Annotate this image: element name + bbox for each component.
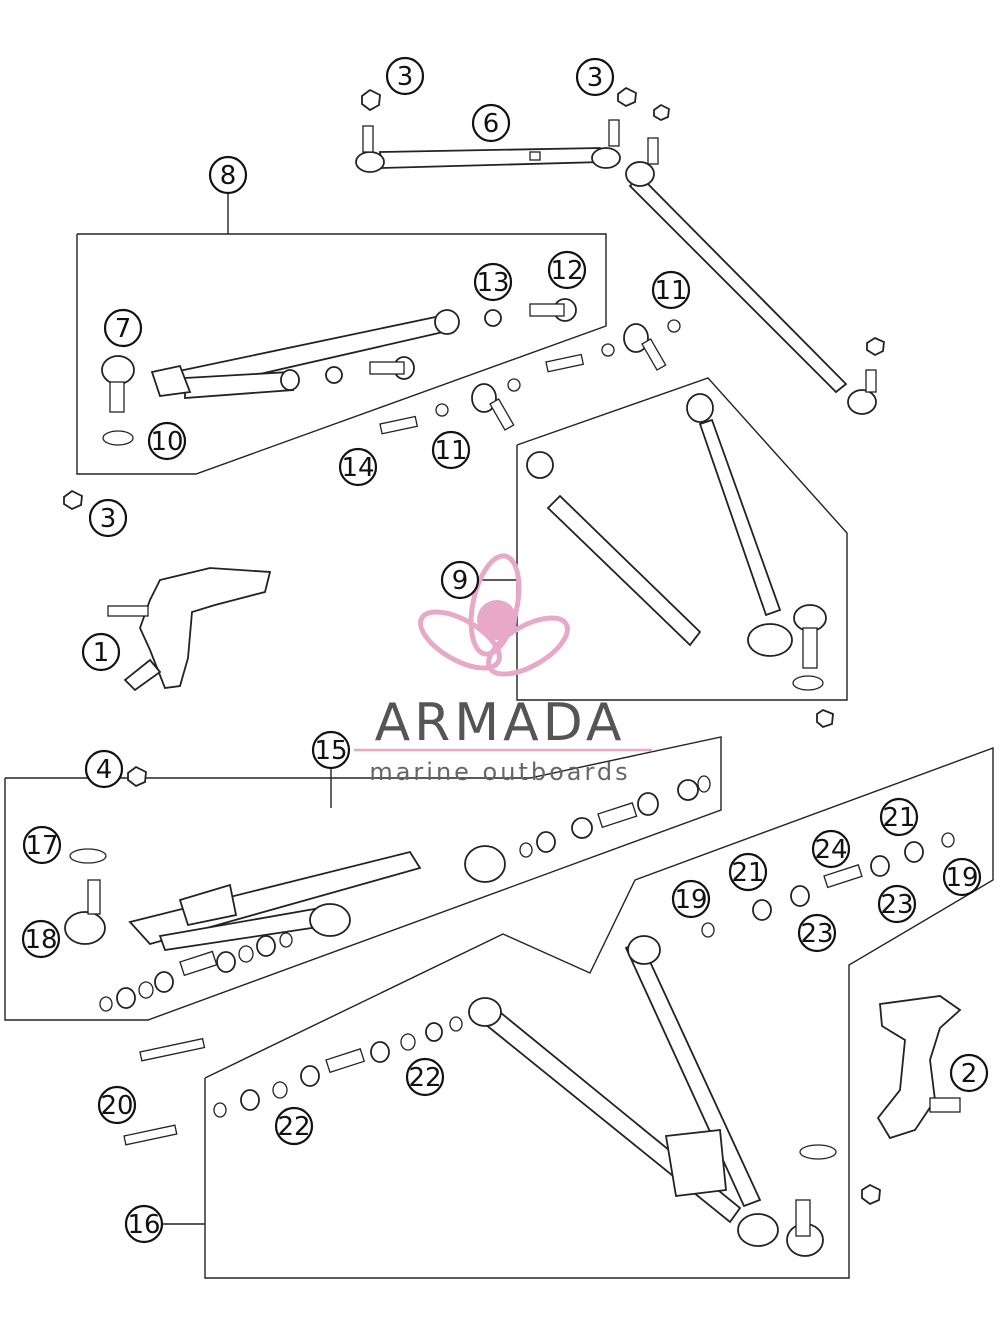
callout-21b: 21: [879, 797, 919, 837]
callout-22b-label: 22: [277, 1112, 310, 1142]
callout-11b: 11: [431, 430, 471, 470]
callout-12-label: 12: [550, 256, 583, 286]
callout-11a-label: 11: [654, 276, 687, 306]
callout-13: 13: [473, 262, 513, 302]
callout-22a-label: 22: [408, 1063, 441, 1093]
callout-1: 1: [81, 632, 121, 672]
callout-3c: 3: [88, 498, 128, 538]
snap-ring-part: [69, 430, 837, 1160]
callout-16: 16: [124, 1204, 164, 1244]
callout-3a-label: 3: [397, 62, 414, 92]
callout-8-label: 8: [220, 161, 237, 191]
armada-logo: [354, 553, 652, 752]
callout-6: 6: [471, 103, 511, 143]
callout-11a: 11: [651, 270, 691, 310]
callout-20: 20: [97, 1085, 137, 1125]
callout-21b-label: 21: [882, 803, 915, 833]
nut-part: [63, 86, 885, 1206]
rod-end-part: [471, 323, 667, 431]
callout-4: 4: [84, 749, 124, 789]
callout-23a-label: 23: [800, 919, 833, 949]
steering-knuckle-left-part: [107, 567, 272, 692]
callout-2: 2: [949, 1053, 989, 1093]
callout-23b-label: 23: [880, 890, 913, 920]
steering-knuckle-right-part: [876, 995, 962, 1140]
callout-1-label: 1: [93, 638, 110, 668]
upper-a-arm-part: [150, 309, 460, 399]
tie-rod-diagonal-part: [625, 137, 877, 415]
callout-24-label: 24: [814, 835, 847, 865]
callout-22a: 22: [405, 1057, 445, 1097]
callout-19b-label: 19: [945, 863, 978, 893]
callout-10: 10: [147, 421, 187, 461]
washer-part: [435, 319, 681, 417]
upper-a-arm-adjustable-part: [526, 393, 793, 657]
callout-19a: 19: [671, 879, 711, 919]
lower-a-arm-rear-part: [468, 935, 779, 1247]
ball-joint-part: [64, 355, 827, 1257]
callout-8: 8: [208, 155, 248, 195]
callout-7-label: 7: [115, 314, 132, 344]
callout-9: 9: [440, 560, 480, 600]
callout-6-label: 6: [483, 109, 500, 139]
callout-20-label: 20: [100, 1091, 133, 1121]
callout-23a: 23: [797, 913, 837, 953]
callout-3c-label: 3: [100, 504, 117, 534]
callout-18: 18: [21, 919, 61, 959]
frame-group-15: [4, 736, 722, 1021]
callout-11b-label: 11: [434, 436, 467, 466]
callout-19a-label: 19: [674, 885, 707, 915]
callout-16-label: 16: [127, 1210, 160, 1240]
callout-23b: 23: [877, 884, 917, 924]
bolt-part: [123, 353, 585, 1146]
callout-7: 7: [103, 308, 143, 348]
callout-15: 15: [311, 730, 351, 770]
callout-14-label: 14: [341, 453, 374, 483]
callout-13-label: 13: [476, 268, 509, 298]
callout-15-label: 15: [314, 736, 347, 766]
tie-rod-part: [355, 119, 621, 173]
callout-3b-label: 3: [587, 63, 604, 93]
callout-3a: 3: [385, 56, 425, 96]
watermark-subtitle: marine outboards: [369, 758, 630, 786]
callout-22b: 22: [274, 1106, 314, 1146]
spacer-part: [99, 775, 711, 1012]
callout-19b: 19: [942, 857, 982, 897]
callout-18-label: 18: [24, 925, 57, 955]
callout-12: 12: [547, 250, 587, 290]
callout-3b: 3: [575, 57, 615, 97]
callout-17-label: 17: [25, 831, 58, 861]
callout-4-label: 4: [96, 755, 113, 785]
callout-24: 24: [811, 829, 851, 869]
callout-21a: 21: [728, 852, 768, 892]
callout-10-label: 10: [150, 427, 183, 457]
callout-21a-label: 21: [731, 858, 764, 888]
watermark-title: ARMADA: [375, 693, 626, 753]
callout-17: 17: [22, 825, 62, 865]
callout-2-label: 2: [961, 1059, 978, 1089]
frame-group-8: [76, 233, 607, 475]
callout-9-label: 9: [452, 566, 469, 596]
lower-a-arm-front-part: [128, 845, 506, 951]
callout-14: 14: [338, 447, 378, 487]
frame-group-16: [204, 746, 994, 1279]
spacer-set-part: [213, 832, 955, 1118]
bushing-part: [325, 298, 577, 384]
frame-group-9: [516, 377, 848, 701]
